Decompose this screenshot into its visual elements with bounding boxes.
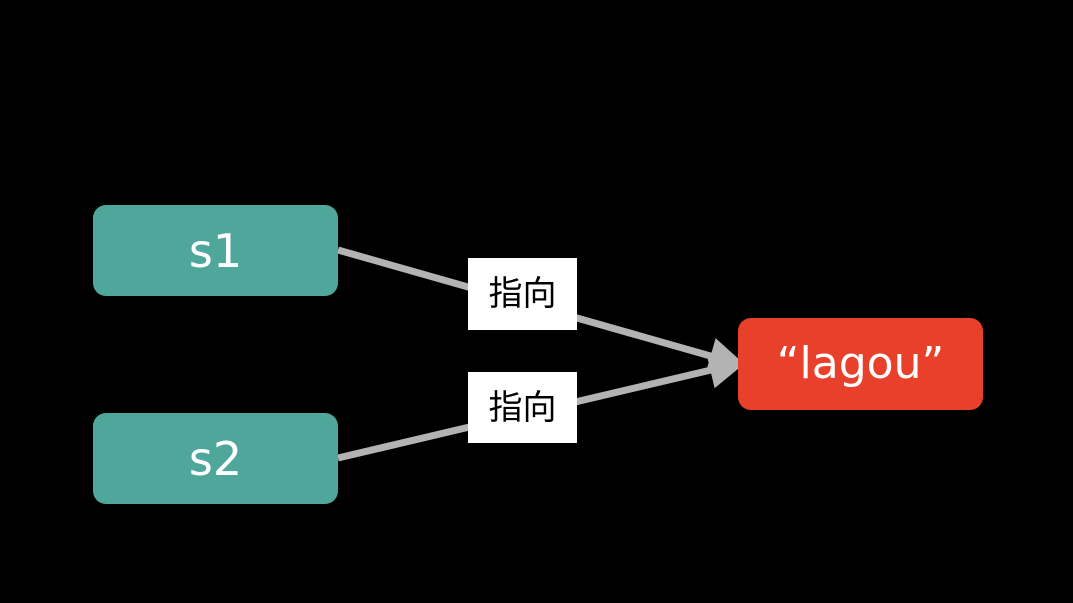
- node-s2[interactable]: s2: [93, 413, 338, 504]
- node-s1[interactable]: s1: [93, 205, 338, 296]
- node-s1-label: s1: [188, 223, 243, 278]
- edge-label-s1-lagou-text: 指向: [488, 274, 557, 314]
- edge-label-s2-lagou: 指向: [468, 372, 577, 443]
- node-lagou-label: “lagou”: [776, 338, 945, 389]
- edge-label-s2-lagou-text: 指向: [488, 387, 557, 428]
- node-s2-label: s2: [188, 431, 243, 486]
- edge-label-s1-lagou: 指向: [468, 258, 577, 330]
- node-lagou[interactable]: “lagou”: [738, 318, 983, 410]
